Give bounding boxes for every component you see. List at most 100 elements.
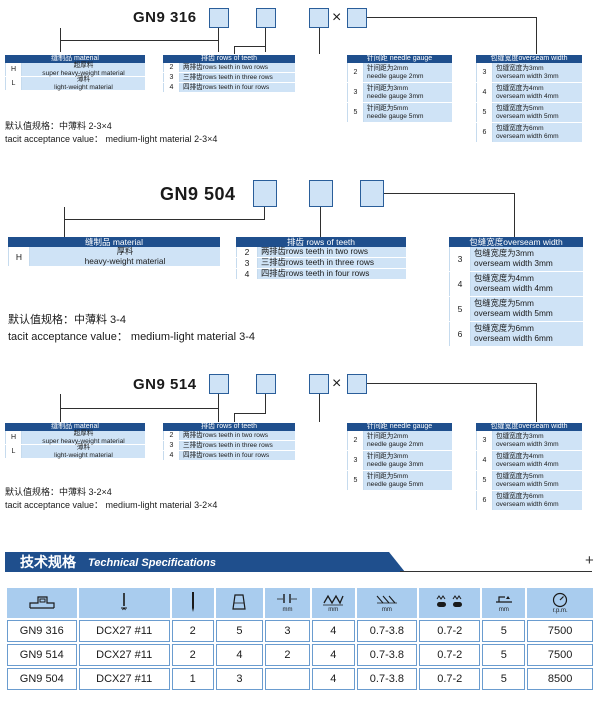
- spec-cell: 3: [265, 620, 310, 642]
- option-value: 包缝宽度为4mm overseam width 4mm: [493, 83, 582, 102]
- option-en: overseam width 4mm: [496, 92, 559, 100]
- option-cn: 超厚料: [73, 430, 94, 438]
- option-value: 薄料 light-weight material: [22, 76, 145, 91]
- spec-title-cn: 技术规格: [20, 554, 76, 570]
- option-en: overseam width 3mm: [474, 258, 553, 268]
- option-key: 2: [163, 431, 180, 440]
- connector-rows-drop: [234, 413, 235, 422]
- option-en: light-weight material: [54, 451, 113, 459]
- option-key: 5: [476, 103, 493, 122]
- overseam-width-table: 包缝宽度overseam width 3 包缝宽度为3mm overseam w…: [476, 423, 582, 511]
- list-item: 3 包缝宽度为3mm overseam width 3mm: [449, 247, 583, 272]
- spec-cell: 0.7-3.8: [356, 668, 418, 690]
- model-title-gn9-504: GN9 504: [160, 184, 236, 204]
- option-value: 包缝宽度为6mm overseam width 6mm: [493, 491, 582, 510]
- list-item: H 超厚料 super heavy-weight material: [5, 430, 145, 445]
- list-item: 2 两排齿rows teeth in two rows: [163, 63, 295, 73]
- list-item: L 薄料 light-weight material: [5, 444, 145, 459]
- option-cn: 包缝宽度为5mm: [496, 473, 544, 481]
- list-item: H 厚料 heavy-weight material: [8, 246, 220, 267]
- option-value: 包缝宽度为6mm overseam width 6mm: [471, 322, 583, 346]
- presser-lift-icon: mm: [492, 593, 516, 614]
- option-value: 厚料 heavy-weight material: [30, 246, 220, 266]
- spec-header-cell: [7, 588, 77, 618]
- option-key: 2: [163, 63, 180, 72]
- material-header: 缝制品 material: [5, 423, 145, 431]
- option-key: 2: [347, 63, 364, 82]
- spec-cell: 4: [215, 644, 264, 666]
- list-item: 5 包缝宽度为5mm overseam width 5mm: [449, 297, 583, 322]
- connector-material-up: [264, 207, 265, 219]
- option-cn: 包缝宽度为4mm: [496, 85, 544, 93]
- spec-cell: 2: [171, 644, 214, 666]
- list-item: 3 针间距为3mm needle gauge 3mm: [347, 83, 452, 103]
- option-cn: 两排齿rows: [261, 246, 304, 257]
- divider: [400, 571, 592, 572]
- option-key: 2: [236, 247, 258, 257]
- connector-gauge: [319, 394, 320, 422]
- list-item: 6 包缝宽度为6mm overseam width 6mm: [449, 322, 583, 347]
- option-en: needle gauge 2mm: [367, 72, 424, 80]
- list-item: 3 包缝宽度为3mm overseam width 3mm: [476, 63, 582, 83]
- option-en: overseam width 6mm: [496, 132, 559, 140]
- option-en: teeth in three rows: [218, 73, 273, 81]
- option-key: H: [5, 63, 22, 76]
- option-cn: 包缝宽度为4mm: [474, 273, 534, 284]
- option-key: L: [5, 77, 22, 90]
- option-cn: 四排齿rows: [261, 268, 304, 279]
- spec-cell: 4: [311, 668, 355, 690]
- times-sign: ×: [332, 9, 342, 26]
- connector-rows: [234, 394, 266, 414]
- connector-gauge: [319, 28, 320, 54]
- option-key: H: [8, 247, 30, 266]
- spec-cell: 4: [311, 620, 355, 642]
- spec-cell-model: GN9 514: [7, 644, 77, 666]
- list-item: 3 包缝宽度为3mm overseam width 3mm: [476, 431, 582, 451]
- connector-rows-bar: [234, 46, 266, 47]
- stitch-length-icon: mm: [374, 593, 400, 614]
- option-key: L: [5, 445, 22, 458]
- option-key: 2: [347, 431, 364, 450]
- spec-cell-model: GN9 504: [7, 668, 77, 690]
- option-en: needle gauge 5mm: [367, 112, 424, 120]
- option-cn: 包缝宽度为3mm: [496, 65, 544, 73]
- option-en: overseam width 5mm: [496, 112, 559, 120]
- unit-label: mm: [498, 606, 509, 613]
- model-title-gn9-514: GN9 514: [133, 376, 197, 393]
- differential-feed-icon: [436, 594, 462, 607]
- spec-cell: 0.7-2: [419, 668, 481, 690]
- list-item: 5 包缝宽度为5mm overseam width 5mm: [476, 471, 582, 491]
- option-en: overseam width 3mm: [496, 440, 559, 448]
- option-value: 两排齿rows teeth in two rows: [180, 63, 295, 72]
- option-value: 包缝宽度为5mm overseam width 5mm: [493, 471, 582, 490]
- option-en: teeth in four rows: [305, 268, 370, 279]
- option-cn: 三排齿rows: [261, 257, 304, 268]
- option-en: heavy-weight material: [84, 255, 166, 266]
- needle-gauge-icon: mm: [275, 593, 299, 614]
- option-cn: 包缝宽度为5mm: [474, 298, 534, 309]
- option-cn: 超厚料: [73, 62, 94, 70]
- option-value: 超厚料 super heavy-weight material: [22, 430, 145, 445]
- option-value: 三排齿rows teeth in three rows: [258, 258, 406, 268]
- option-en: needle gauge 3mm: [367, 92, 424, 100]
- list-item: 4 包缝宽度为4mm overseam width 4mm: [476, 83, 582, 103]
- option-cn: 四排齿rows: [183, 451, 217, 459]
- option-key: 4: [163, 83, 180, 92]
- connector-rows-drop: [234, 46, 235, 54]
- list-item: 3 针间距为3mm needle gauge 3mm: [347, 451, 452, 471]
- spec-cell: DCX27 #11: [78, 620, 170, 642]
- spec-title-bar: [5, 552, 405, 572]
- option-cn: 针间距为2mm: [367, 433, 409, 441]
- table-row: GN9 316 DCX27 #11 2 5 3 4 0.7-3.8 0.7-2 …: [7, 620, 593, 642]
- list-item: 4 四排齿rows teeth in four rows: [236, 269, 406, 280]
- option-value: 三排齿rows teeth in three rows: [180, 441, 295, 450]
- spec-header-cell: mm: [265, 588, 310, 618]
- option-key: 4: [163, 451, 180, 460]
- speed-gauge-icon: r.p.m.: [551, 592, 569, 615]
- list-item: 6 包缝宽度为6mm overseam width 6mm: [476, 491, 582, 511]
- machine-bed-icon: [29, 595, 55, 609]
- option-en: overseam width 4mm: [496, 460, 559, 468]
- code-box-gauge: [309, 8, 329, 28]
- option-value: 薄料 light-weight material: [22, 444, 145, 459]
- spec-cell: 2: [265, 644, 310, 666]
